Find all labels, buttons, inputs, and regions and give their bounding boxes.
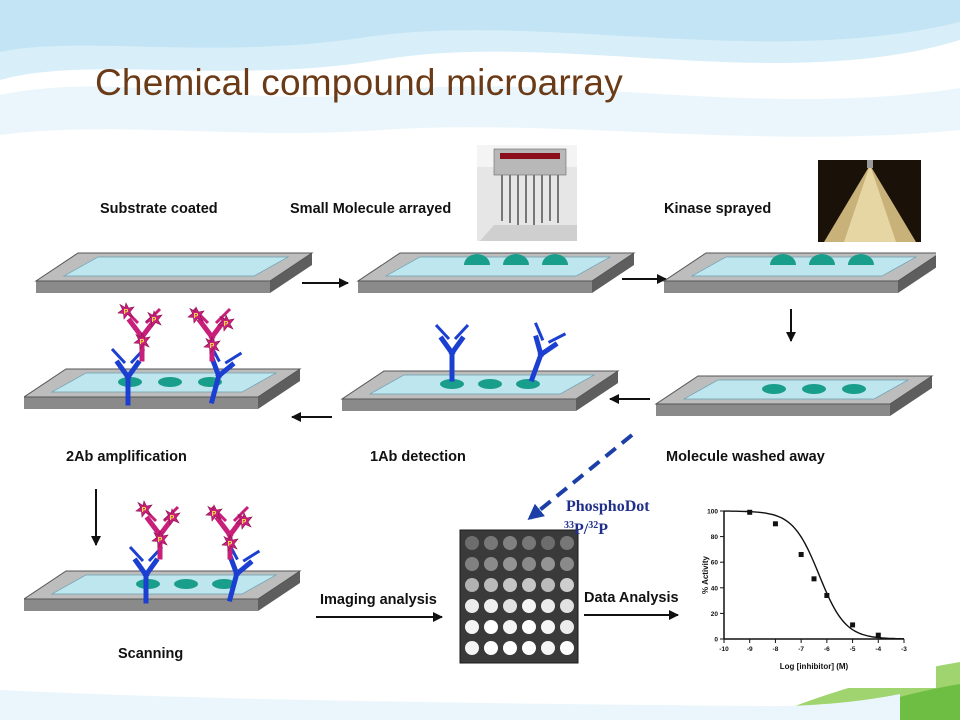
array-spot (484, 536, 498, 550)
array-spot (465, 599, 479, 613)
x-tick-label: -5 (850, 646, 856, 653)
array-spot (560, 641, 574, 655)
label-substrate-coated: Substrate coated (100, 201, 218, 217)
array-spot (522, 578, 536, 592)
array-spot (541, 578, 555, 592)
array-spot (560, 557, 574, 571)
x-tick-label: -10 (719, 646, 729, 653)
plate-small-molecule (357, 252, 635, 294)
y-tick-label: 60 (711, 560, 719, 567)
x-tick-label: -8 (773, 646, 779, 653)
array-spot (541, 641, 555, 655)
isotope-32-mass: 32 (588, 520, 598, 531)
data-point (824, 592, 830, 598)
label-1ab-detection: 1Ab detection (370, 449, 466, 465)
top-wave-dark (0, 0, 960, 52)
array-spot (522, 536, 536, 550)
array-spot (541, 536, 555, 550)
data-point (875, 632, 881, 638)
plate-molecule-washed (655, 375, 933, 417)
x-tick-label: -9 (747, 646, 753, 653)
x-tick-label: -6 (824, 646, 830, 653)
y-tick-label: 100 (707, 509, 718, 516)
label-kinase-sprayed: Kinase sprayed (664, 201, 771, 217)
slide-title: Chemical compound microarray (95, 62, 623, 103)
x-tick-label: -3 (901, 646, 907, 653)
array-spot (560, 620, 574, 634)
y-tick-label: 20 (711, 611, 719, 618)
x-tick-label: -4 (875, 646, 881, 653)
x-axis-label: Log [inhibitor] (M) (780, 662, 849, 671)
mid-wave (0, 86, 960, 137)
array-spot (522, 641, 536, 655)
array-spot (484, 599, 498, 613)
array-spot (541, 557, 555, 571)
phosphodot-label: PhosphoDot (566, 498, 650, 515)
array-spot (484, 578, 498, 592)
scanned-array-image (459, 529, 579, 664)
array-spot (465, 578, 479, 592)
plate-kinase-sprayed (663, 252, 936, 294)
array-spot (503, 557, 517, 571)
plate-2ab-amplification (24, 368, 301, 410)
array-spot (503, 641, 517, 655)
array-spot (503, 599, 517, 613)
array-spot (503, 536, 517, 550)
label-scanning: Scanning (118, 646, 183, 662)
array-spot (503, 578, 517, 592)
isotope-33-mass: 33 (564, 520, 574, 531)
array-spot (503, 620, 517, 634)
data-point (798, 552, 804, 558)
array-spot (560, 599, 574, 613)
fit-curve (724, 510, 904, 640)
dose-response-chart: -10 -9 -8 -7 -6 -5 -4 -3 100 80 60 40 20 0 Log [inhi… (701, 509, 907, 672)
y-tick-label: 40 (711, 585, 719, 592)
isotope-32-symbol: P (598, 521, 608, 538)
diagram-panel: P Substrate coated Small Molecule arraye… (24, 143, 936, 688)
data-point (772, 521, 778, 527)
label-imaging-analysis: Imaging analysis (320, 592, 437, 608)
label-data-analysis: Data Analysis (584, 590, 679, 606)
array-spot (484, 620, 498, 634)
label-2ab-amplification: 2Ab amplification (66, 449, 187, 465)
array-spot (522, 620, 536, 634)
y-tick-label: 0 (714, 637, 718, 644)
bottom-wave (0, 690, 900, 720)
plate-scanning (24, 570, 301, 612)
array-spot (541, 599, 555, 613)
array-spot (522, 599, 536, 613)
array-spot (465, 641, 479, 655)
array-spot (560, 536, 574, 550)
array-spot (522, 557, 536, 571)
phosphodot-pointer (527, 433, 634, 521)
x-tick-label: -7 (798, 646, 804, 653)
plate-1ab-detection (341, 370, 619, 412)
array-spot (484, 641, 498, 655)
array-spot (560, 578, 574, 592)
workflow-diagram: P Substrate coated Small Molecule arraye… (24, 145, 936, 672)
kinase-spray-photo (818, 160, 921, 242)
label-small-molecule-arrayed: Small Molecule arrayed (290, 201, 451, 217)
isotope-33-symbol: P/ (574, 521, 589, 538)
data-point (747, 509, 753, 515)
isotope-label: 33P/32P (564, 520, 608, 538)
array-spot (541, 620, 555, 634)
y-tick-label: 80 (711, 534, 719, 541)
plate-substrate-coated (35, 252, 313, 294)
array-spot (484, 557, 498, 571)
array-spot (465, 620, 479, 634)
data-point (850, 622, 856, 628)
array-spot (465, 536, 479, 550)
array-spot (465, 557, 479, 571)
label-molecule-washed-away: Molecule washed away (666, 449, 825, 465)
y-axis-label: % Activity (701, 555, 710, 593)
robot-arrayer-photo (477, 145, 577, 241)
data-point (811, 576, 817, 582)
